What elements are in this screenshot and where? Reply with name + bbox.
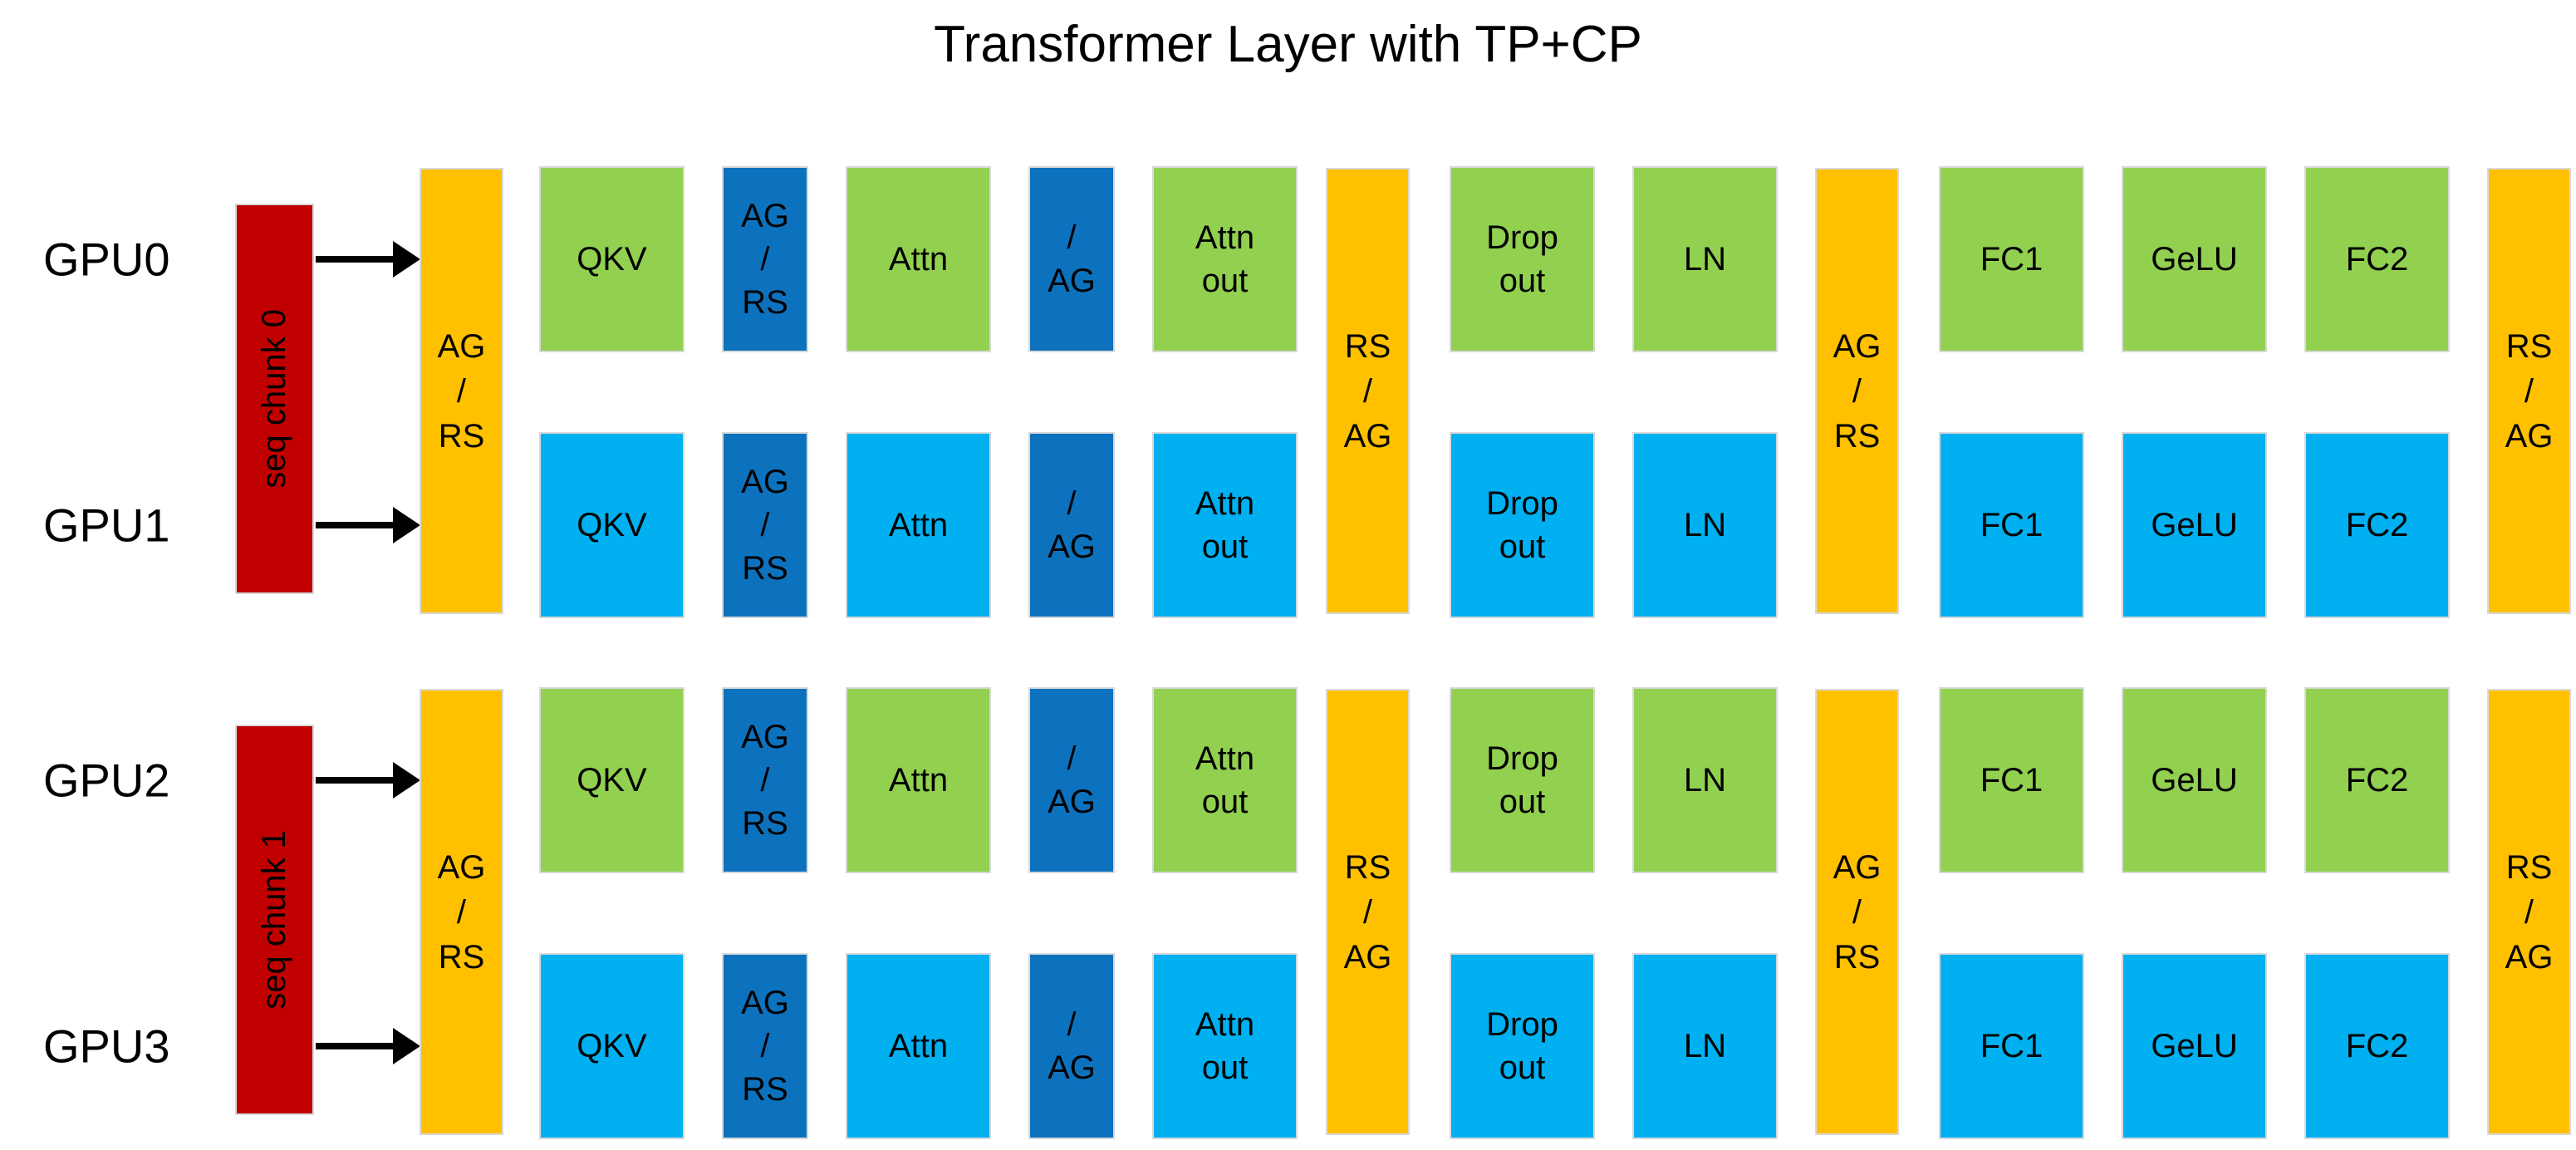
block-qkv: QKV (539, 432, 684, 618)
block-gelu: GeLU (2122, 687, 2267, 873)
comm-bar-rs-ag-post-mlp: RS / AG (2487, 168, 2571, 614)
block-fc1: FC1 (1939, 953, 2084, 1139)
arrow-head-icon (393, 762, 420, 799)
diagram-title: Transformer Layer with TP+CP (934, 16, 1642, 73)
arrow-head-icon (393, 241, 420, 278)
arrow-gpu3-input (316, 1028, 420, 1064)
block-attn-out: Attn out (1152, 166, 1298, 352)
block-attn: Attn (846, 432, 991, 618)
seq-chunk-1-bar: seq chunk 1 (235, 725, 314, 1115)
block-qkv: QKV (539, 687, 684, 873)
block-slash-ag: / AG (1028, 687, 1115, 873)
arrow-head-icon (393, 1028, 420, 1064)
block-fc2: FC2 (2304, 687, 2450, 873)
arrow-gpu1-input (316, 507, 420, 543)
block-fc2: FC2 (2304, 432, 2450, 618)
block-gelu: GeLU (2122, 953, 2267, 1139)
comm-bar-ag-rs-pre-mlp: AG / RS (1815, 689, 1899, 1135)
block-drop-out: Drop out (1450, 166, 1595, 352)
comm-bar-ag-rs-pre-qkv: AG / RS (420, 168, 503, 614)
comm-bar-rs-ag-post-mlp: RS / AG (2487, 689, 2571, 1135)
gpu-label-gpu0: GPU0 (43, 233, 170, 286)
arrow-head-icon (393, 507, 420, 543)
comm-bar-ag-rs-pre-qkv: AG / RS (420, 689, 503, 1135)
block-qkv: QKV (539, 953, 684, 1139)
section-gpu2-gpu3: GPU2 GPU3 seq chunk 1 AG / RS RS / AG AG… (0, 521, 2576, 1150)
block-fc1: FC1 (1939, 432, 2084, 618)
block-fc1: FC1 (1939, 166, 2084, 352)
block-slash-ag: / AG (1028, 432, 1115, 618)
gpu-label-gpu3: GPU3 (43, 1020, 170, 1073)
block-drop-out: Drop out (1450, 953, 1595, 1139)
comm-bar-ag-rs-pre-mlp: AG / RS (1815, 168, 1899, 614)
block-fc2: FC2 (2304, 953, 2450, 1139)
block-fc1: FC1 (1939, 687, 2084, 873)
block-attn-out: Attn out (1152, 432, 1298, 618)
block-attn: Attn (846, 166, 991, 352)
block-attn: Attn (846, 953, 991, 1139)
seq-chunk-0-label: seq chunk 0 (256, 309, 292, 489)
comm-bar-rs-ag-post-attn: RS / AG (1326, 168, 1410, 614)
block-ag-rs: AG / RS (722, 687, 808, 873)
block-attn: Attn (846, 687, 991, 873)
block-slash-ag: / AG (1028, 953, 1115, 1139)
block-attn-out: Attn out (1152, 687, 1298, 873)
block-ag-rs: AG / RS (722, 432, 808, 618)
block-qkv: QKV (539, 166, 684, 352)
seq-chunk-1-label: seq chunk 1 (256, 830, 292, 1010)
block-ln: LN (1632, 432, 1778, 618)
block-drop-out: Drop out (1450, 687, 1595, 873)
block-drop-out: Drop out (1450, 432, 1595, 618)
arrow-gpu0-input (316, 241, 420, 278)
seq-chunk-0-bar: seq chunk 0 (235, 204, 314, 594)
section-gpu0-gpu1: GPU0 GPU1 seq chunk 0 AG / RS RS / AG AG… (43, 166, 2571, 618)
gpu-label-gpu2: GPU2 (43, 754, 170, 807)
arrow-line (316, 1043, 397, 1049)
block-ag-rs: AG / RS (722, 953, 808, 1139)
block-fc2: FC2 (2304, 166, 2450, 352)
block-slash-ag: / AG (1028, 166, 1115, 352)
arrow-line (316, 777, 397, 784)
arrow-line (316, 256, 397, 263)
block-ln: LN (1632, 166, 1778, 352)
arrow-line (316, 522, 397, 528)
block-gelu: GeLU (2122, 432, 2267, 618)
block-gelu: GeLU (2122, 166, 2267, 352)
gpu-label-gpu1: GPU1 (43, 499, 170, 552)
block-ln: LN (1632, 687, 1778, 873)
arrow-gpu2-input (316, 762, 420, 799)
block-ag-rs: AG / RS (722, 166, 808, 352)
comm-bar-rs-ag-post-attn: RS / AG (1326, 689, 1410, 1135)
block-ln: LN (1632, 953, 1778, 1139)
block-attn-out: Attn out (1152, 953, 1298, 1139)
